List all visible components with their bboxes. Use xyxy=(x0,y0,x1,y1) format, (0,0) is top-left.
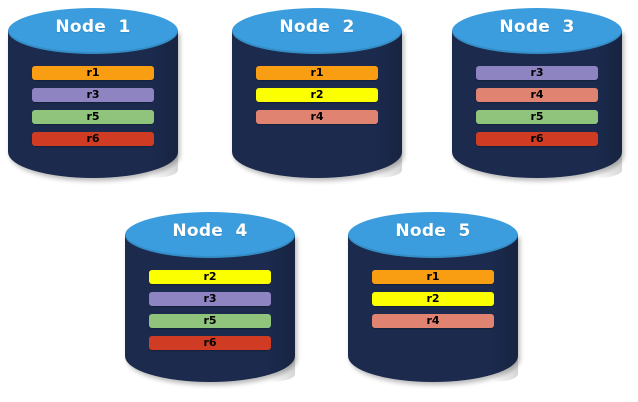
node-cylinder-4[interactable]: Node 4 r2 r3 r5 r6 xyxy=(125,212,295,392)
record-bar-r5[interactable]: r5 xyxy=(476,110,598,124)
node-cylinder-3[interactable]: Node 3 r3 r4 r5 r6 xyxy=(452,8,622,188)
cylinder-body xyxy=(348,234,518,382)
record-list: r2 r3 r5 r6 xyxy=(125,270,295,350)
cylinder-top-ellipse xyxy=(348,212,518,258)
node-label: Node 3 xyxy=(499,17,575,37)
node-cylinder-1[interactable]: Node 1 r1 r3 r5 r6 xyxy=(8,8,178,188)
record-bar-r6[interactable]: r6 xyxy=(149,336,271,350)
record-bar-r1[interactable]: r1 xyxy=(32,66,154,80)
record-list: r1 r2 r4 xyxy=(348,270,518,328)
record-bar-r4[interactable]: r4 xyxy=(476,88,598,102)
node-label: Node 1 xyxy=(55,17,131,37)
record-bar-r6[interactable]: r6 xyxy=(476,132,598,146)
record-list: r3 r4 r5 r6 xyxy=(452,66,622,146)
record-bar-r5[interactable]: r5 xyxy=(32,110,154,124)
cylinder-top-ellipse xyxy=(125,212,295,258)
record-bar-r5[interactable]: r5 xyxy=(149,314,271,328)
record-bar-r1[interactable]: r1 xyxy=(256,66,378,80)
cylinder-body xyxy=(8,30,178,178)
node-label: Node 2 xyxy=(279,17,355,37)
record-list: r1 r3 r5 r6 xyxy=(8,66,178,146)
cylinder-body xyxy=(125,234,295,382)
cylinder-body xyxy=(452,30,622,178)
record-bar-r2[interactable]: r2 xyxy=(372,292,494,306)
cylinder-body xyxy=(232,30,402,178)
record-bar-r4[interactable]: r4 xyxy=(256,110,378,124)
record-bar-r3[interactable]: r3 xyxy=(476,66,598,80)
record-bar-r6[interactable]: r6 xyxy=(32,132,154,146)
cylinder-top-ellipse xyxy=(8,8,178,54)
node-cylinder-5[interactable]: Node 5 r1 r2 r4 xyxy=(348,212,518,392)
node-cylinder-2[interactable]: Node 2 r1 r2 r4 xyxy=(232,8,402,188)
record-bar-r2[interactable]: r2 xyxy=(256,88,378,102)
record-bar-r3[interactable]: r3 xyxy=(149,292,271,306)
node-label: Node 4 xyxy=(172,221,248,241)
record-bar-r3[interactable]: r3 xyxy=(32,88,154,102)
record-bar-r2[interactable]: r2 xyxy=(149,270,271,284)
record-bar-r4[interactable]: r4 xyxy=(372,314,494,328)
record-list: r1 r2 r4 xyxy=(232,66,402,124)
cylinder-top-ellipse xyxy=(452,8,622,54)
node-label: Node 5 xyxy=(395,221,471,241)
cylinder-top-ellipse xyxy=(232,8,402,54)
record-bar-r1[interactable]: r1 xyxy=(372,270,494,284)
